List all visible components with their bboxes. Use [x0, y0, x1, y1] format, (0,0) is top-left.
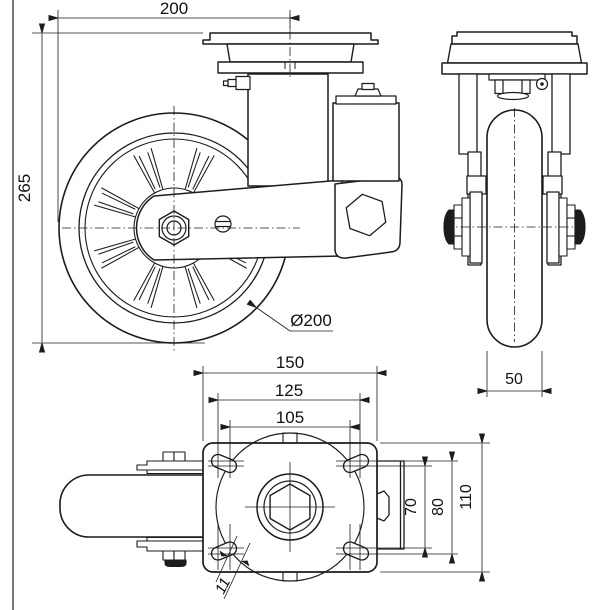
spring-adjust-bolt	[354, 88, 382, 97]
dim-slot-width	[215, 535, 251, 600]
swivel-raceway-front	[446, 43, 583, 64]
flange-tab	[284, 62, 296, 69]
plan-axle-top	[136, 451, 204, 475]
top-plate-front	[451, 31, 578, 45]
plan-view	[59, 432, 405, 582]
dim-text-150: 150	[276, 353, 304, 372]
dim-text-125: 125	[275, 381, 303, 400]
front-centerlines	[444, 108, 585, 342]
swivel-raceway-side	[226, 43, 355, 63]
dim-text-265: 265	[15, 174, 34, 202]
side-centerlines	[62, 14, 300, 352]
plan-axle-bottom	[136, 536, 204, 568]
dim-text-105: 105	[276, 408, 304, 427]
spring-adjust-bolt-knob	[361, 82, 375, 91]
side-view	[58, 14, 403, 352]
spring-housing-cap	[335, 95, 397, 105]
dim-text-70: 70	[403, 498, 420, 516]
dim-text-80: 80	[430, 498, 447, 516]
dimensions	[32, 10, 552, 600]
dim-text-11: 11	[212, 575, 234, 597]
dim-text-wheel-diameter: Ø200	[290, 311, 332, 330]
raceway-circle	[215, 432, 365, 582]
spring-block	[334, 176, 403, 259]
front-view	[441, 31, 588, 348]
dim-text-110: 110	[458, 484, 475, 510]
top-plate-side	[202, 32, 379, 45]
grease-nipple	[222, 75, 251, 91]
yoke-flange-side	[217, 61, 364, 74]
arm-screw	[214, 215, 232, 233]
fork-legs-front	[458, 73, 571, 266]
kingpin-nut	[488, 73, 546, 101]
dimension-labels: 200 265 Ø200 50 150 125 105 70 80 110 11	[15, 0, 523, 597]
plan-centerlines	[245, 462, 335, 552]
dim-text-200: 200	[160, 0, 188, 18]
spring-block-hex-bolt	[345, 193, 387, 237]
leader-wheel-diameter	[246, 299, 333, 332]
fork-leg-side	[247, 73, 329, 187]
swivel-arm	[135, 179, 343, 261]
yoke-flange-front	[441, 62, 588, 75]
dim-text-50: 50	[505, 371, 523, 388]
set-screw	[535, 77, 549, 91]
spring-housing	[332, 102, 400, 182]
plan-right-bracket	[376, 460, 405, 550]
